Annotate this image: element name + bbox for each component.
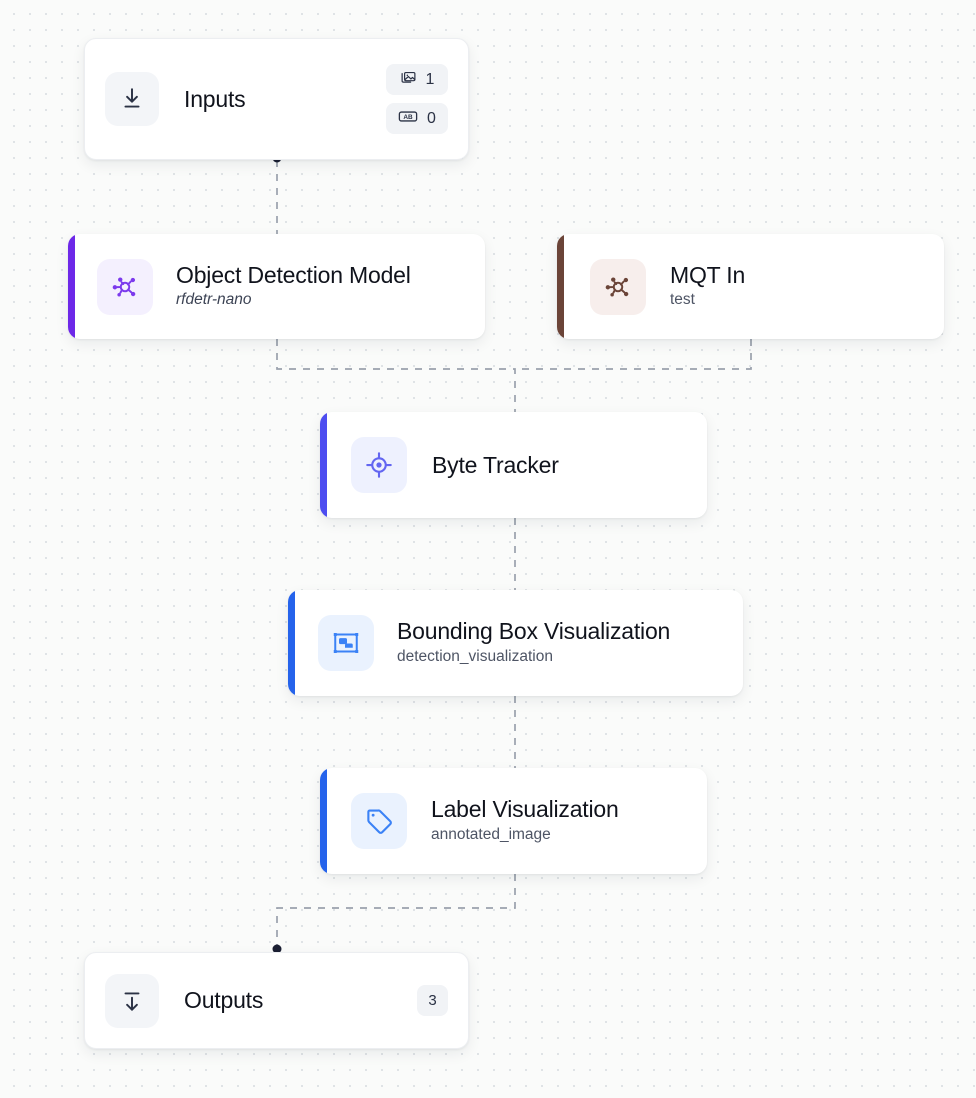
node-label-visualization-subtitle: annotated_image xyxy=(431,825,551,843)
edge-object-detection-to-tracker xyxy=(276,339,516,412)
text-ab-icon: AB xyxy=(398,108,418,130)
node-mqt-in-labels: MQT In test xyxy=(670,262,745,312)
download-output-icon xyxy=(105,973,159,1028)
edge-label-to-outputs xyxy=(276,874,516,948)
node-bounding-box-title: Bounding Box Visualization xyxy=(397,618,671,645)
node-byte-tracker[interactable]: Byte Tracker xyxy=(320,412,707,518)
node-byte-tracker-labels: Byte Tracker xyxy=(432,452,559,479)
node-object-detection-title: Object Detection Model xyxy=(176,261,411,288)
node-inputs[interactable]: Inputs 1 AB xyxy=(84,38,469,160)
node-label-visualization-title: Label Visualization xyxy=(431,796,619,823)
inputs-badge-images[interactable]: 1 xyxy=(386,64,448,95)
tag-icon xyxy=(351,793,407,849)
node-accent-bar xyxy=(320,412,327,518)
node-object-detection-subtitle: rfdetr-nano xyxy=(176,291,252,309)
node-mqt-in-subtitle: test xyxy=(670,291,695,309)
node-label-visualization-labels: Label Visualization annotated_image xyxy=(431,796,619,846)
edge-mqt-to-tracker xyxy=(515,339,752,370)
bounding-box-icon xyxy=(318,615,374,671)
inputs-badge-text[interactable]: AB 0 xyxy=(386,103,448,134)
node-outputs-title: Outputs xyxy=(184,987,264,1013)
node-object-detection-model[interactable]: Object Detection Model rfdetr-nano xyxy=(68,234,485,339)
images-icon xyxy=(400,69,417,91)
edge-dot-outputs xyxy=(272,944,282,954)
node-byte-tracker-title: Byte Tracker xyxy=(432,451,559,478)
node-bounding-box-visualization[interactable]: Bounding Box Visualization detection_vis… xyxy=(288,590,743,696)
crosshair-target-icon xyxy=(351,437,407,493)
outputs-badge-count[interactable]: 3 xyxy=(417,985,448,1016)
svg-text:AB: AB xyxy=(403,114,413,121)
inputs-badge-group: 1 AB 0 xyxy=(386,64,448,134)
model-network-icon xyxy=(97,258,153,315)
node-object-detection-labels: Object Detection Model rfdetr-nano xyxy=(176,262,411,312)
node-bounding-box-subtitle: detection_visualization xyxy=(397,647,553,665)
node-accent-bar xyxy=(68,234,75,339)
node-accent-bar xyxy=(320,768,327,874)
inputs-images-count: 1 xyxy=(425,70,435,88)
node-accent-bar xyxy=(288,590,295,696)
node-label-visualization[interactable]: Label Visualization annotated_image xyxy=(320,768,707,874)
node-mqt-in-title: MQT In xyxy=(670,261,746,288)
node-accent-bar xyxy=(557,234,564,339)
node-outputs[interactable]: Outputs 3 xyxy=(84,952,469,1049)
node-inputs-title: Inputs xyxy=(184,85,246,112)
download-input-icon xyxy=(105,72,159,126)
inputs-text-count: 0 xyxy=(427,109,436,127)
outputs-count: 3 xyxy=(428,992,437,1009)
node-mqt-in[interactable]: MQT In test xyxy=(557,234,944,339)
model-network-icon xyxy=(590,258,646,315)
node-bounding-box-labels: Bounding Box Visualization detection_vis… xyxy=(397,618,670,668)
